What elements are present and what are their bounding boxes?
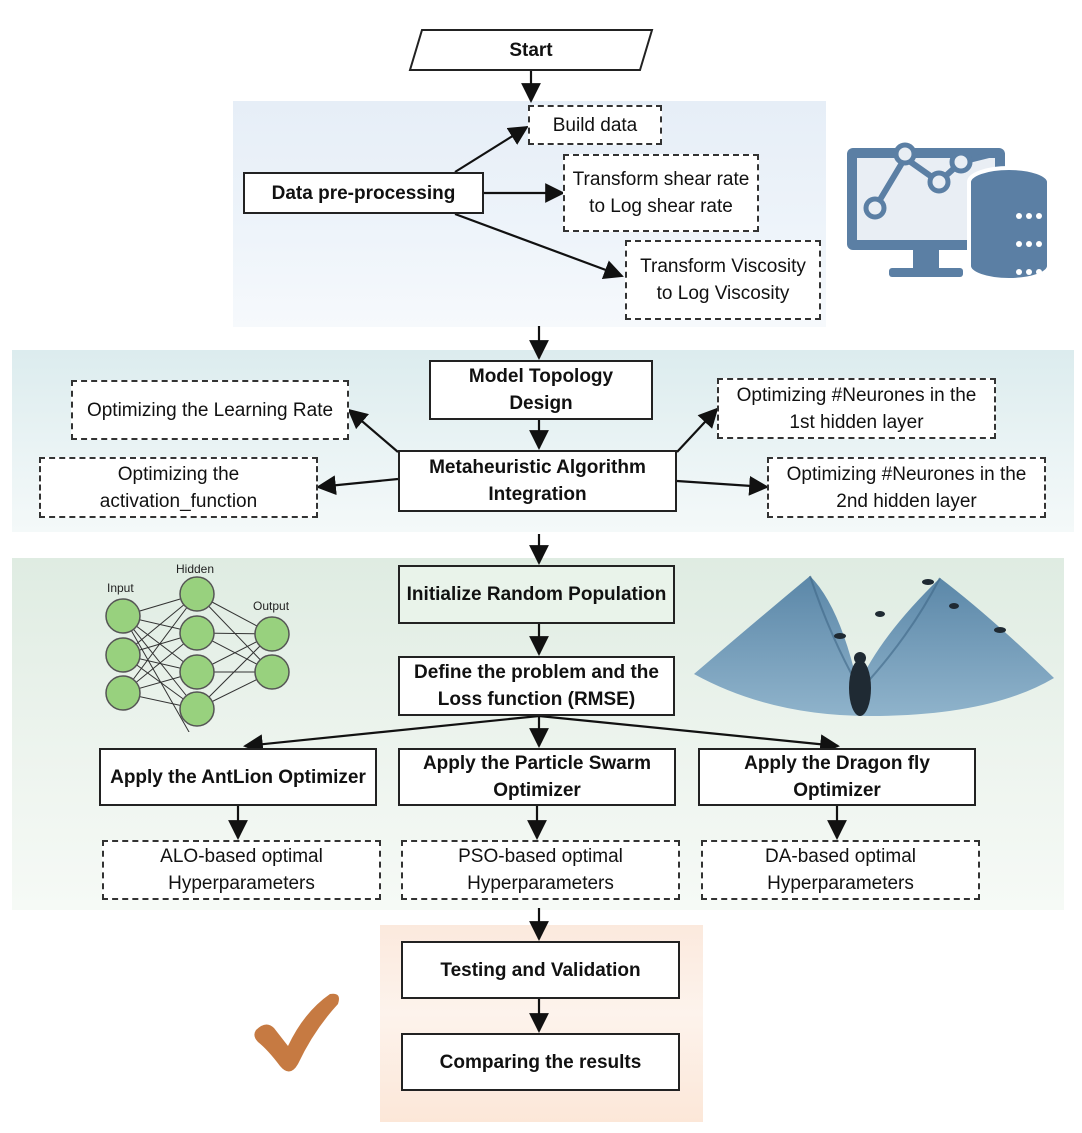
nn-hidden-label: Hidden	[176, 562, 214, 576]
model-topology-box: Model Topology Design	[429, 360, 653, 420]
start-node: Start	[509, 39, 553, 61]
transform-viscosity-box: Transform Viscosity to Log Viscosity	[625, 240, 821, 320]
checkmark-icon	[254, 993, 339, 1072]
apply-pso-box: Apply the Particle Swarm Optimizer	[398, 748, 676, 806]
nn-output-node	[254, 654, 290, 690]
arrow-prep-viscosity	[454, 212, 624, 280]
arrow-define-alo	[243, 714, 540, 755]
arrow-meta-activation	[316, 475, 399, 496]
arrow-meta-neurons1	[676, 407, 719, 453]
antlion-icon	[694, 575, 1054, 716]
nn-output-label: Output	[253, 599, 290, 613]
define-problem-box: Define the problem and the Loss function…	[398, 656, 675, 716]
nn-hidden-node	[179, 615, 215, 651]
data-preprocessing-box: Data pre-processing	[243, 172, 484, 214]
nn-hidden-node	[179, 691, 215, 727]
nn-input-node	[105, 637, 141, 673]
arrow-meta-learning	[347, 408, 399, 453]
opt-neurons-2-box: Optimizing #Neurones in the 2nd hidden l…	[767, 457, 1046, 518]
metaheuristic-box: Metaheuristic Algorithm Integration	[398, 450, 677, 512]
nn-hidden-node	[179, 654, 215, 690]
comparing-box: Comparing the results	[401, 1033, 680, 1091]
da-result-box: DA-based optimal Hyperparameters	[701, 840, 980, 900]
nn-output-node	[254, 616, 290, 652]
nn-hidden-node	[179, 576, 215, 612]
nn-input-label: Input	[107, 581, 134, 595]
init-population-box: Initialize Random Population	[398, 565, 675, 624]
nn-input-node	[105, 675, 141, 711]
opt-learning-rate-box: Optimizing the Learning Rate	[71, 380, 349, 440]
apply-alo-box: Apply the AntLion Optimizer	[99, 748, 377, 806]
testing-box: Testing and Validation	[401, 941, 680, 999]
start-shape	[408, 29, 654, 71]
apply-da-box: Apply the Dragon fly Optimizer	[698, 748, 976, 806]
alo-result-box: ALO-based optimal Hyperparameters	[102, 840, 381, 900]
opt-activation-box: Optimizing the activation_function	[39, 457, 318, 518]
opt-neurons-1-box: Optimizing #Neurones in the 1st hidden l…	[717, 378, 996, 439]
build-data-box: Build data	[528, 105, 662, 145]
database-icon	[847, 142, 1051, 282]
pso-result-box: PSO-based optimal Hyperparameters	[401, 840, 680, 900]
transform-shear-box: Transform shear rate to Log shear rate	[563, 154, 759, 232]
arrow-meta-neurons2	[676, 475, 769, 496]
neural-network-icon: Input Hidden Output	[105, 562, 290, 732]
arrow-prep-build	[454, 125, 529, 173]
nn-input-node	[105, 598, 141, 634]
arrow-define-da	[538, 714, 840, 755]
